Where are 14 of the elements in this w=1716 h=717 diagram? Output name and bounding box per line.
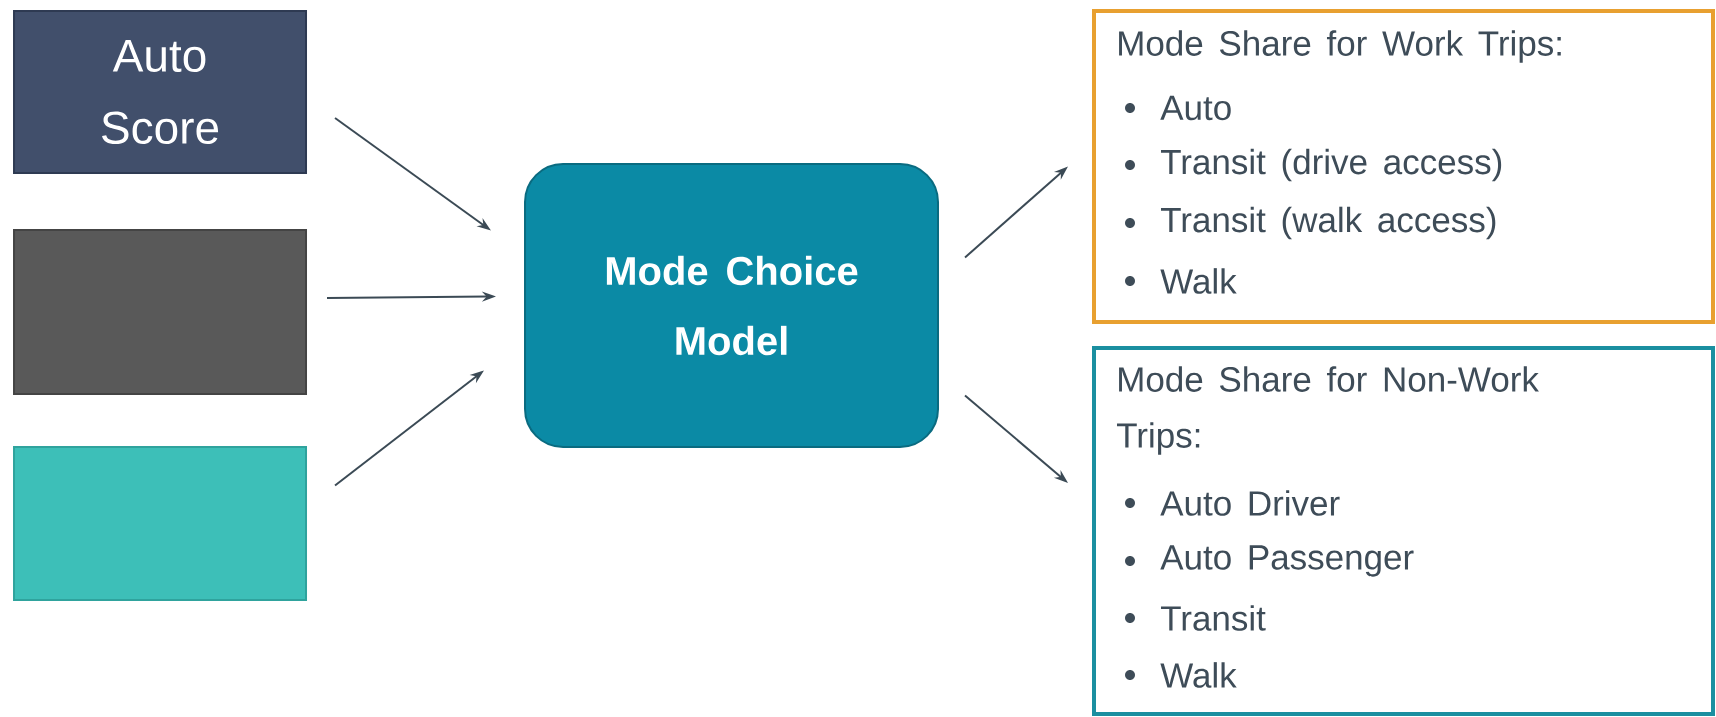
list-item: Auto (1160, 95, 1231, 121)
list-item: Walk (1160, 268, 1237, 294)
list-heading: Mode Share for Non-Work Trips: (1117, 366, 1539, 455)
list-item: Auto Passenger (1160, 545, 1414, 577)
list-item: Auto Driver (1160, 490, 1340, 516)
list-item: Transit (walk access) (1161, 206, 1496, 240)
list-heading: Mode Share for Work Trips: (1119, 30, 1561, 63)
box (13, 446, 307, 601)
list-item: Walk (1160, 662, 1237, 688)
model-box: Mode Choice Model (524, 163, 939, 448)
score-box: Auto Score (13, 10, 307, 174)
box (13, 229, 307, 395)
list-item: Transit (drive access) (1161, 148, 1502, 182)
list-item: Transit (1161, 605, 1266, 631)
